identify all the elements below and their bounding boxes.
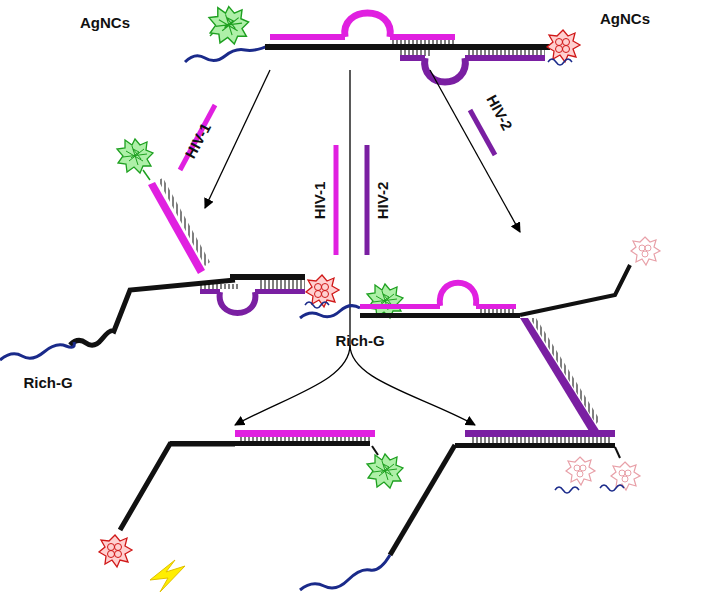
- reaction-arrows: [205, 70, 520, 425]
- target-strands: [180, 105, 495, 255]
- sequence-label: Rich-G: [335, 333, 384, 348]
- nanocluster-label: AgNCs: [80, 15, 130, 30]
- hairpin-probe: [185, 7, 580, 82]
- hiv1-hybrid: [0, 139, 339, 360]
- target-label: HIV-2: [375, 181, 390, 219]
- target-label: HIV-2: [485, 92, 516, 132]
- hiv2-product: [300, 430, 640, 590]
- nanocluster-label: AgNCs: [600, 11, 650, 26]
- hiv1-product: [99, 430, 403, 592]
- hiv2-hybrid: [300, 237, 660, 493]
- sequence-label: Rich-G: [23, 375, 72, 390]
- target-label: HIV-1: [312, 181, 327, 219]
- target-label: HIV-1: [183, 120, 214, 160]
